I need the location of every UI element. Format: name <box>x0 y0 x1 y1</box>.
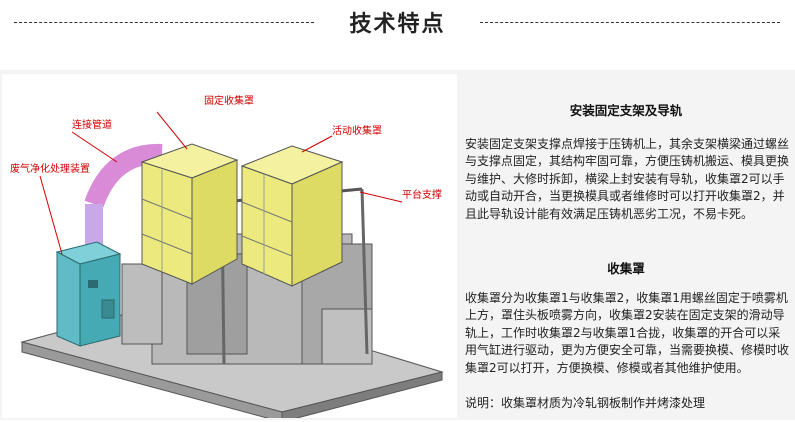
section-body-fixed-bracket: 安装固定支架支撑点焊接于压铸机上，其余支架横梁通过螺丝与支撑点固定，其结构牢固可… <box>465 137 790 221</box>
title-rule-right <box>480 22 780 23</box>
section-title-collection-hood: 收集罩 <box>607 261 645 276</box>
page-title: 技术特点 <box>349 12 446 37</box>
equipment-illustration: 固定收集罩 连接管道 活动收集罩 废气净化处理装置 平台支撑 <box>2 74 457 422</box>
label-platform-support: 平台支撑 <box>402 188 442 201</box>
label-fixed-hood: 固定收集罩 <box>204 94 254 107</box>
section-body-collection-hood: 收集罩分为收集罩1与收集罩2，收集罩1用螺丝固定于喷雾机上方，罩住头板喷雾方向，… <box>465 291 790 375</box>
title-rule-left <box>14 22 314 23</box>
section-note-material: 说明：收集罩材质为冷轧钢板制作并烤漆处理 <box>465 396 706 410</box>
section-title-fixed-bracket: 安装固定支架及导轨 <box>569 103 683 118</box>
header: 技术特点 <box>0 0 795 70</box>
label-movable-hood: 活动收集罩 <box>332 124 382 137</box>
label-exhaust-purifier: 废气净化处理装置 <box>10 162 90 175</box>
label-connecting-pipe: 连接管道 <box>72 118 112 131</box>
text-panel: 安装固定支架及导轨 安装固定支架支撑点焊接于压铸机上，其余支架横梁通过螺丝与支撑… <box>457 70 795 420</box>
